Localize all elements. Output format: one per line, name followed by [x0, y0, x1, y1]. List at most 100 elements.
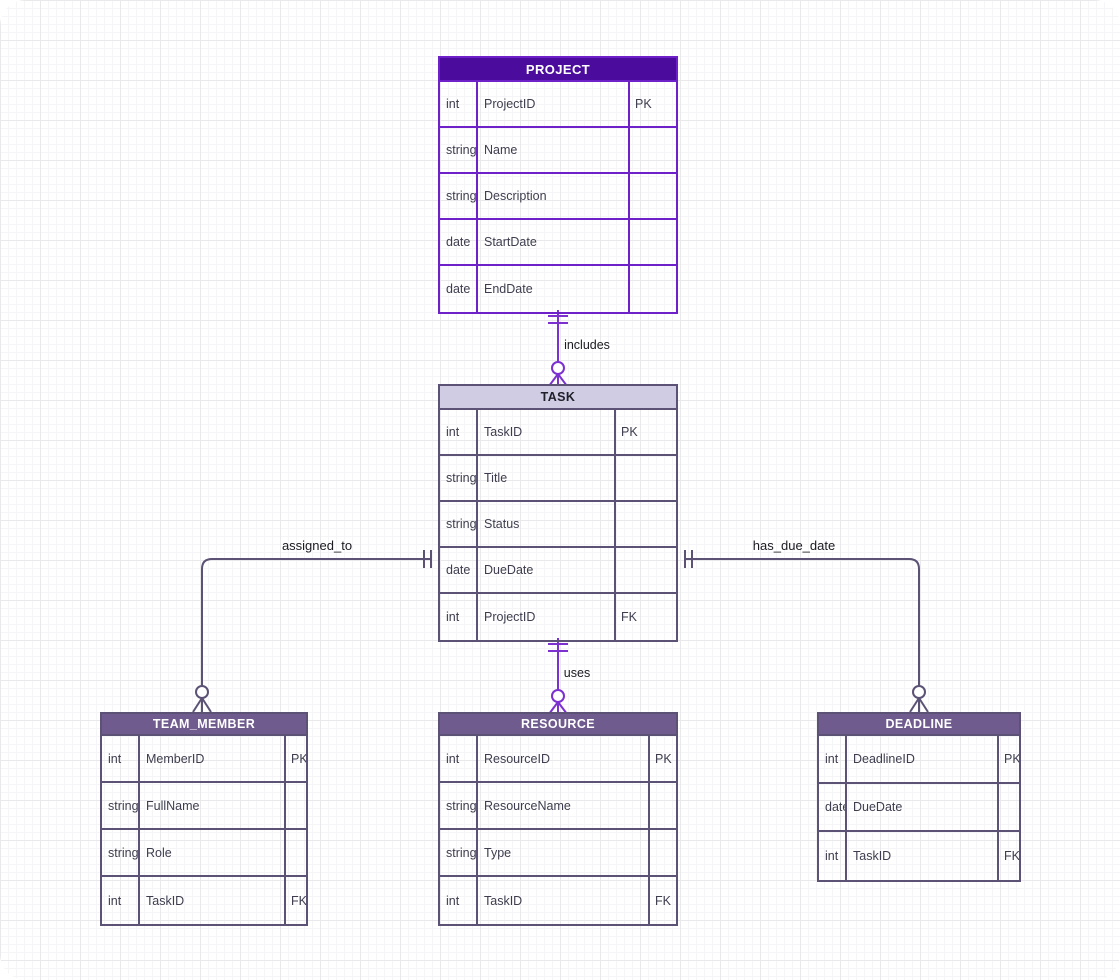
attribute-row[interactable]: string Status	[440, 502, 676, 548]
attribute-type: int	[102, 877, 140, 924]
attribute-type: string	[440, 502, 478, 546]
attribute-type: date	[440, 266, 478, 312]
attribute-row[interactable]: int ProjectID FK	[440, 594, 676, 640]
attribute-name: Name	[484, 143, 518, 157]
relationship-label-uses: uses	[563, 666, 591, 680]
attribute-row[interactable]: string FullName	[102, 783, 306, 830]
attribute-name: ProjectID	[484, 97, 536, 111]
attribute-key	[614, 456, 676, 500]
attribute-type: int	[819, 832, 847, 880]
attribute-row[interactable]: int TaskID FK	[102, 877, 306, 924]
entity-attributes-team_member: intMemberIDPKstringFullNamestringRoleint…	[100, 736, 308, 926]
attribute-key: FK	[648, 877, 676, 924]
attribute-name: Type	[484, 845, 512, 860]
attribute-key	[284, 783, 306, 828]
relationship-label-includes: includes	[564, 338, 610, 352]
entity-title-team_member: TEAM_MEMBER	[100, 712, 308, 736]
relationship-label-has-due-date: has_due_date	[752, 538, 836, 553]
attribute-type: string	[440, 783, 478, 828]
attribute-row[interactable]: int TaskID FK	[819, 832, 1019, 880]
entity-deadline[interactable]: DEADLINEintDeadlineIDPKdateDueDateintTas…	[817, 712, 1021, 882]
attribute-key	[628, 220, 676, 264]
attribute-key	[648, 830, 676, 875]
attribute-type: int	[440, 594, 478, 640]
attribute-key	[614, 548, 676, 592]
attribute-name: EndDate	[484, 282, 533, 296]
attribute-type: string	[440, 174, 478, 218]
attribute-type: string	[102, 783, 140, 828]
attribute-name: TaskID	[853, 849, 892, 863]
attribute-key: FK	[284, 877, 306, 924]
entity-title-project: PROJECT	[438, 56, 678, 82]
attribute-name: FullName	[146, 798, 200, 813]
attribute-name: DueDate	[853, 800, 903, 814]
attribute-row[interactable]: int TaskID FK	[440, 877, 676, 924]
attribute-row[interactable]: int DeadlineID PK	[819, 736, 1019, 784]
attribute-key	[997, 784, 1019, 830]
attribute-name: DueDate	[484, 563, 534, 577]
attribute-name: DeadlineID	[853, 752, 915, 766]
attribute-name: ResourceID	[484, 751, 550, 766]
attribute-type: int	[440, 877, 478, 924]
attribute-key	[628, 266, 676, 312]
attribute-row[interactable]: int TaskID PK	[440, 410, 676, 456]
relationship-label-assigned-to: assigned_to	[281, 538, 353, 553]
attribute-type: int	[819, 736, 847, 782]
attribute-key: PK	[614, 410, 676, 454]
relationship-assigned-to	[192, 550, 432, 713]
attribute-name: TaskID	[484, 893, 523, 908]
attribute-name: Status	[484, 517, 520, 531]
attribute-key: FK	[614, 594, 676, 640]
attribute-name: TaskID	[484, 425, 523, 439]
attribute-name: Description	[484, 189, 547, 203]
attribute-key	[284, 830, 306, 875]
attribute-key	[628, 128, 676, 172]
attribute-type: string	[440, 456, 478, 500]
attribute-row[interactable]: string Title	[440, 456, 676, 502]
attribute-row[interactable]: date DueDate	[819, 784, 1019, 832]
attribute-type: date	[819, 784, 847, 830]
attribute-type: string	[440, 128, 478, 172]
attribute-type: string	[440, 830, 478, 875]
attribute-key: PK	[997, 736, 1019, 782]
attribute-key	[648, 783, 676, 828]
relationship-has-due-date	[684, 550, 929, 713]
attribute-row[interactable]: string Name	[440, 128, 676, 174]
attribute-name: StartDate	[484, 235, 537, 249]
attribute-type: string	[102, 830, 140, 875]
attribute-type: int	[440, 82, 478, 126]
attribute-key	[614, 502, 676, 546]
attribute-name: Role	[146, 845, 172, 860]
attribute-row[interactable]: date EndDate	[440, 266, 676, 312]
attribute-type: int	[440, 736, 478, 781]
attribute-row[interactable]: date StartDate	[440, 220, 676, 266]
entity-team_member[interactable]: TEAM_MEMBERintMemberIDPKstringFullNamest…	[100, 712, 308, 926]
attribute-row[interactable]: int ProjectID PK	[440, 82, 676, 128]
attribute-key	[628, 174, 676, 218]
entity-title-task: TASK	[438, 384, 678, 410]
attribute-type: date	[440, 220, 478, 264]
attribute-key: FK	[997, 832, 1019, 880]
attribute-row[interactable]: intMemberIDPK	[102, 736, 306, 783]
attribute-type: int	[102, 736, 140, 781]
attribute-key: PK	[628, 82, 676, 126]
attribute-row[interactable]: string Type	[440, 830, 676, 877]
attribute-type: int	[440, 410, 478, 454]
attribute-row[interactable]: string ResourceName	[440, 783, 676, 830]
entity-title-resource: RESOURCE	[438, 712, 678, 736]
attribute-name: Title	[484, 471, 508, 485]
entity-attributes-deadline: intDeadlineIDPKdateDueDateintTaskIDFK	[817, 736, 1021, 882]
attribute-name: ProjectID	[484, 610, 536, 624]
attribute-row[interactable]: string Role	[102, 830, 306, 877]
attribute-row[interactable]: string Description	[440, 174, 676, 220]
attribute-name: ResourceName	[484, 798, 571, 813]
attribute-name: TaskID	[146, 893, 185, 908]
